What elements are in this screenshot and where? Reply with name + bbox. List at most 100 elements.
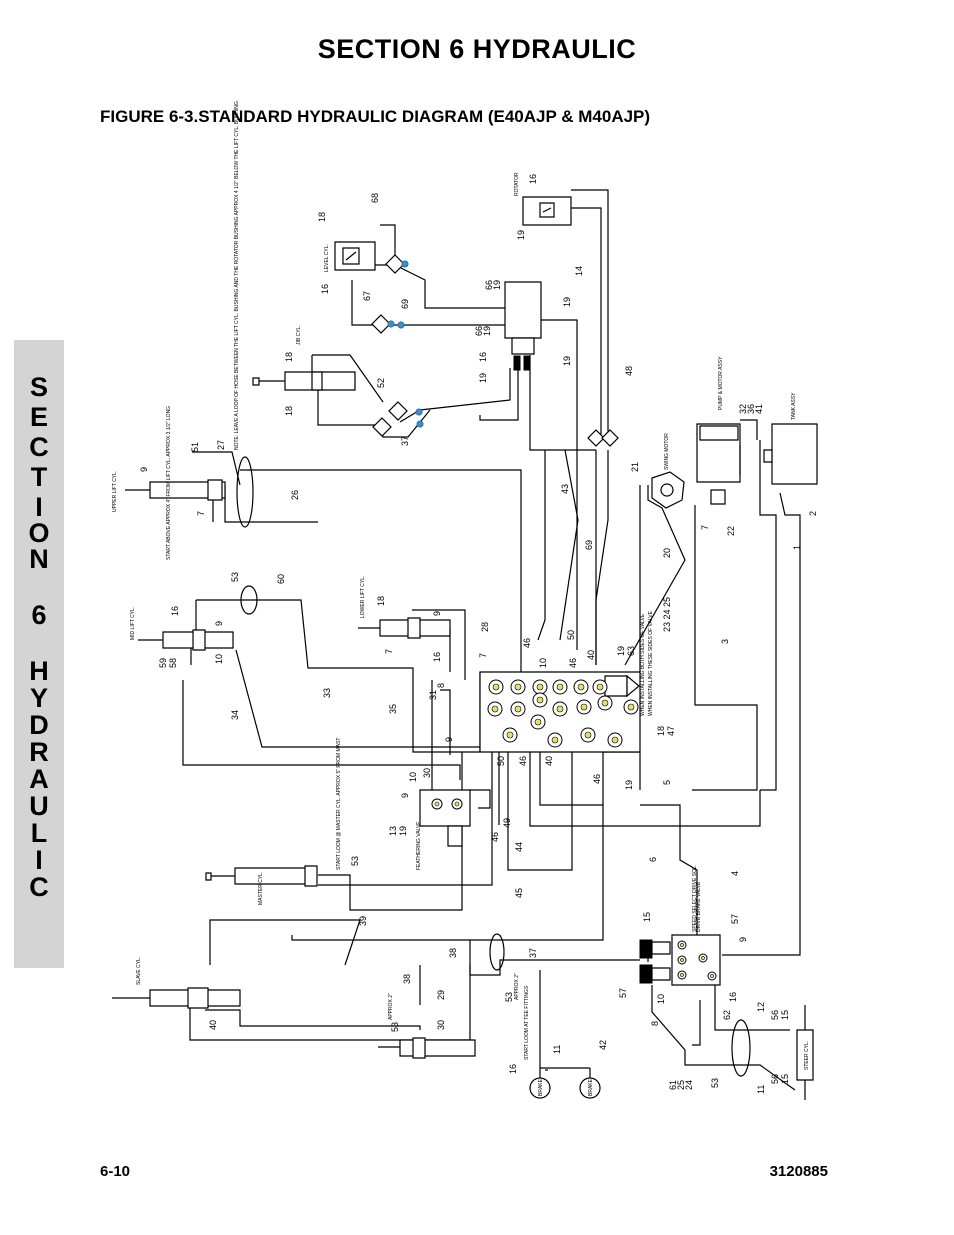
callout: 40 — [208, 1020, 218, 1030]
callout: 28 — [480, 622, 490, 632]
note-start-loom: START LOOM AT TEE FITTINGS — [524, 985, 530, 1060]
callout: 58 — [168, 658, 178, 668]
callout: 45 — [514, 888, 524, 898]
side-tab-letter: U — [29, 791, 49, 821]
callout: 37 — [528, 948, 538, 958]
drive-brake-label: DRIVE BRAKE VALVE — [696, 881, 702, 932]
callout: 46 — [568, 658, 578, 668]
callout: 5 — [662, 780, 672, 785]
callout: 67 — [362, 291, 372, 301]
valve-ports — [488, 680, 638, 747]
callout: 69 — [400, 299, 410, 309]
callout: 46 — [518, 756, 528, 766]
callout: 18 — [284, 406, 294, 416]
side-tab-letter: O — [28, 518, 50, 548]
document-number: 3120885 — [769, 1163, 828, 1180]
callout: 40 — [544, 756, 554, 766]
callout: 25 — [676, 1080, 686, 1090]
jib-cylinder: JIB CYL. — [253, 325, 355, 390]
callout: 32 — [738, 404, 748, 414]
callout: 53 — [390, 1022, 400, 1032]
brake-right: BRAKE — [580, 1078, 600, 1098]
callout: 20 — [662, 548, 672, 558]
callout: 37 — [400, 436, 410, 446]
callout: 19 — [562, 297, 572, 307]
drive-brake-valve: DRIVE BRAKE VALVE — [640, 881, 720, 985]
callout: 60 — [276, 574, 286, 584]
diagram-notes: NOTE: LEAVE A LOOP OF HOSE BETWEEN THE L… — [166, 100, 698, 1060]
callout: 8 — [650, 1021, 660, 1026]
callout: 10 — [214, 654, 224, 664]
callout: 18 — [284, 352, 294, 362]
callout: 50 — [566, 630, 576, 640]
callout: 16 — [320, 284, 330, 294]
callout: 22 — [726, 526, 736, 536]
callout: 53 — [230, 572, 240, 582]
upper-lift-cyl-label: UPPER LIFT CYL. — [112, 471, 118, 512]
side-tab-letter: H — [29, 656, 49, 686]
callout: 16 — [508, 1064, 518, 1074]
callout: 10 — [656, 994, 666, 1004]
note-master-loom: START LOOM @ MASTER CYL. APPROX 5" FROM … — [336, 738, 342, 870]
callout: 9 — [214, 621, 224, 626]
figure-title: FIGURE 6-3.STANDARD HYDRAULIC DIAGRAM (E… — [100, 107, 651, 126]
callout: 24 — [684, 1080, 694, 1090]
brake-left-label: BRAKE — [538, 1078, 544, 1096]
side-tab-letter: A — [29, 764, 49, 794]
note-approx-2: APPROX 2" — [388, 993, 394, 1020]
callout: 15 — [780, 1074, 790, 1084]
callout: 50 — [496, 756, 506, 766]
side-tab-letter: S — [29, 372, 48, 402]
callout: 40 — [586, 650, 596, 660]
callout: 1 — [792, 545, 802, 550]
callout: 43 — [560, 484, 570, 494]
callout: 3 — [720, 639, 730, 644]
callout: 10 — [538, 658, 548, 668]
callout: 53 — [710, 1078, 720, 1088]
callout: 18 — [376, 596, 386, 606]
side-tab-letter: R — [29, 737, 49, 767]
callout: 21 — [630, 462, 640, 472]
callout-numbers: 68 18 16 67 69 66 19 66 19 16 19 19 19 1… — [139, 174, 818, 1094]
callout: 53 — [350, 856, 360, 866]
callout: 19 — [482, 326, 492, 336]
callout: 8 — [436, 683, 446, 688]
callout: 10 — [408, 772, 418, 782]
callout: 2 — [808, 511, 818, 516]
callout: 39 — [358, 916, 368, 926]
callout: 68 — [370, 193, 380, 203]
callout: 41 — [754, 404, 764, 414]
side-tab-letter: C — [29, 432, 49, 462]
steer-cylinder: STEER CYL. — [797, 1005, 813, 1100]
callout: 7 — [384, 649, 394, 654]
note-lift-start: START ABOVE APPROX 4" FROM LIFT CYL. APP… — [166, 406, 172, 560]
callout: 26 — [290, 490, 300, 500]
callout: 49 — [502, 818, 512, 828]
callout: 33 — [322, 688, 332, 698]
callout: 46 — [522, 638, 532, 648]
blue-fittings — [388, 261, 423, 427]
callout: 35 — [388, 704, 398, 714]
callout: 34 — [230, 710, 240, 720]
level-cylinder: LEVEL CYL. — [324, 242, 375, 272]
callout: 13 — [388, 826, 398, 836]
callout: 27 — [216, 440, 226, 450]
callout: 9 — [738, 937, 748, 942]
upper-lift-cylinder: UPPER LIFT CYL. — [112, 471, 225, 512]
feathering-valve: FEATHERING VALVE — [416, 790, 470, 870]
callout: 12 — [756, 1002, 766, 1012]
note-jib-loop: NOTE: LEAVE A LOOP OF HOSE BETWEEN THE L… — [234, 100, 240, 450]
callout: 9 — [432, 611, 442, 616]
note-valve-left: WHEN INSTALLING BOTH SIDES OF VALVE — [640, 613, 646, 716]
note-drive-sol: SPEED SELECT DRIVE SOL. — [692, 865, 698, 932]
page-title: SECTION 6 HYDRAULIC — [317, 34, 637, 64]
hose-loom-bundles — [236, 456, 751, 1077]
callout: 38 — [448, 948, 458, 958]
master-cyl-label: MASTER CYL. — [258, 872, 264, 905]
note-valve-bottom: WHEN INSTALLING THESE SIDES OF VALVE — [648, 610, 654, 716]
callout: 7 — [700, 525, 710, 530]
master-cylinder: MASTER CYL. — [206, 866, 317, 905]
callout: 11 — [552, 1045, 562, 1054]
callout: 15 — [642, 912, 652, 922]
steer-cyl-label: STEER CYL. — [804, 1041, 810, 1070]
